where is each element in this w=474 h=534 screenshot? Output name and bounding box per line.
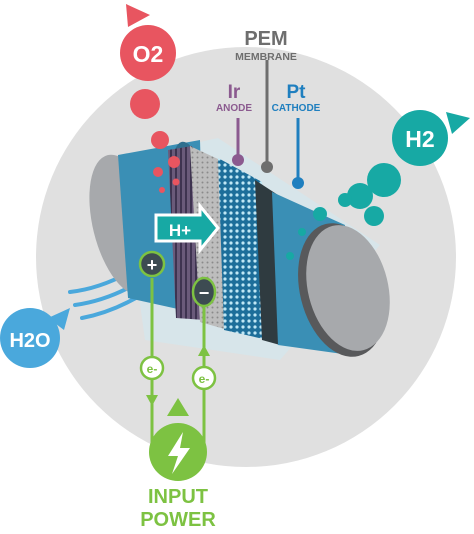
hydrogen-direction-icon	[446, 112, 470, 134]
platinum-label: Pt	[287, 82, 307, 103]
oxygen-badge	[120, 25, 176, 81]
hydrogen-label: H2	[405, 126, 434, 152]
anode-pointer-dot	[232, 154, 244, 166]
cathode-label: CATHODE	[272, 103, 321, 114]
right-end-cap	[306, 225, 390, 351]
oxygen-bubbles	[130, 89, 180, 193]
electron-label-right: e-	[199, 372, 210, 386]
electron-label-left: e-	[147, 362, 158, 376]
electron-flow-down-icon	[146, 395, 158, 406]
anode-label: ANODE	[216, 103, 252, 114]
cathode-pointer-dot	[292, 177, 304, 189]
electron-badge-right	[191, 365, 217, 391]
water-badge	[0, 308, 60, 368]
pem-label: PEM	[244, 28, 287, 50]
positive-terminal	[138, 250, 166, 278]
oxygen-label: O2	[133, 41, 164, 67]
input-label: INPUT	[148, 486, 208, 508]
proton-label: H+	[169, 221, 191, 240]
hydrogen-badge	[392, 110, 448, 166]
electron-flow-up-icon	[198, 345, 210, 356]
negative-terminal-label: −	[199, 283, 210, 303]
electron-badge-left	[139, 355, 165, 381]
power-label: POWER	[140, 509, 216, 531]
power-direction-icon	[167, 398, 189, 416]
proton-arrow-icon	[154, 201, 220, 255]
positive-terminal-label: +	[147, 255, 158, 275]
hydrogen-bubbles	[286, 163, 401, 260]
pem-pointer-dot	[261, 161, 273, 173]
iridium-label: Ir	[228, 82, 241, 103]
water-label: H2O	[9, 330, 50, 352]
membrane-label: MEMBRANE	[235, 51, 297, 63]
lightning-bolt-icon	[168, 432, 190, 474]
cathode-layer	[218, 158, 268, 340]
oxygen-direction-icon	[126, 4, 150, 27]
water-direction-icon	[48, 308, 70, 330]
negative-terminal	[191, 276, 217, 308]
